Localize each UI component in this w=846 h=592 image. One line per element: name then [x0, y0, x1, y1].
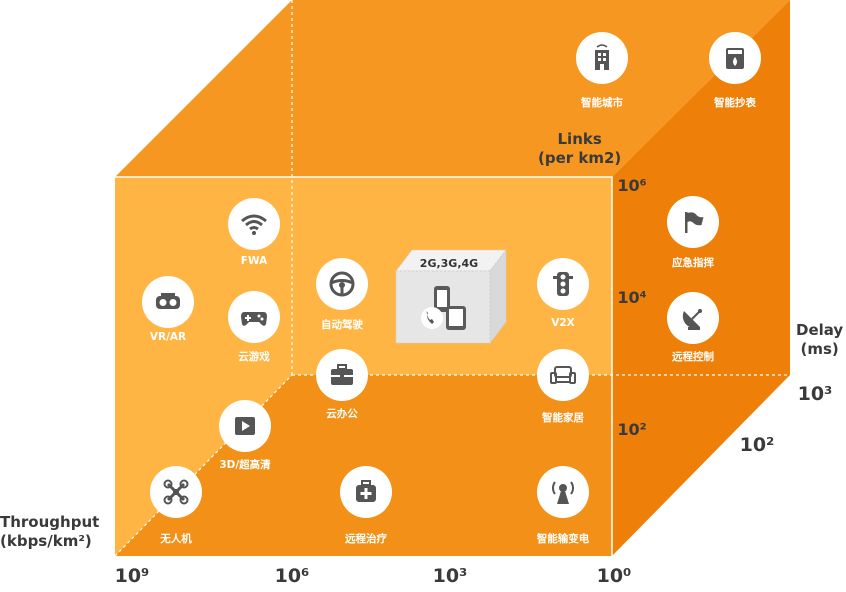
delay-tick-1e1: 10¹ — [670, 508, 706, 530]
cube-right-face — [612, 0, 790, 556]
briefcase-icon — [316, 349, 368, 401]
satellite-dish-icon — [667, 292, 719, 344]
app-label-fwa: FWA — [240, 255, 268, 267]
cube-floor — [115, 375, 612, 556]
delay-tick-1e3: 10³ — [797, 383, 833, 405]
front-edge — [115, 176, 613, 556]
app-label-remote-control: 远程控制 — [672, 351, 714, 363]
app-label-cloud-office: 云办公 — [326, 408, 358, 420]
app-label-smart-meter: 智能抄表 — [714, 97, 756, 109]
power-tower-icon — [537, 466, 589, 518]
app-label-power-grid: 智能输变电 — [536, 533, 590, 545]
legacy-network-label: 2G,3G,4G — [419, 257, 479, 270]
medical-kit-icon — [340, 466, 392, 518]
steering-wheel-icon — [316, 258, 368, 310]
throughput-axis-title: Throughput (kbps/km²) — [0, 513, 100, 550]
throughput-tick-1e0: 10⁰ — [596, 565, 632, 587]
vr-headset-icon — [142, 276, 194, 328]
app-label-remote-medical: 远程治疗 — [345, 533, 387, 545]
app-label-smart-home: 智能家居 — [542, 412, 584, 424]
sofa-icon — [537, 349, 589, 401]
app-label-smart-city: 智能城市 — [581, 97, 623, 109]
links-tick-1e6: 10⁶ — [617, 176, 647, 195]
app-label-auto-drive: 自动驾驶 — [321, 319, 363, 331]
app-label-emergency: 应急指挥 — [672, 257, 714, 269]
drone-icon — [150, 466, 202, 518]
meter-icon — [709, 32, 761, 84]
gamepad-icon — [228, 291, 280, 343]
delay-axis-title: Delay (ms) — [796, 321, 844, 358]
throughput-tick-1e3: 10³ — [432, 565, 468, 587]
links-tick-1e4: 10⁴ — [617, 288, 647, 307]
app-label-drone: 无人机 — [160, 533, 192, 545]
app-label-vr-ar: VR/AR — [149, 331, 187, 343]
hidden-edge-diagonal — [114, 374, 293, 557]
flag-icon — [667, 196, 719, 248]
traffic-light-icon — [537, 258, 589, 310]
building-icon — [576, 32, 628, 84]
app-label-3d-video: 3D/超高清 — [219, 459, 271, 471]
throughput-tick-1e6: 10⁶ — [274, 565, 310, 587]
legacy-network-box — [394, 248, 508, 345]
wifi-icon — [228, 198, 280, 250]
app-label-v2x: V2X — [551, 317, 575, 329]
throughput-tick-1e9: 10⁹ — [114, 565, 150, 587]
play-icon — [219, 400, 271, 452]
links-tick-1e2: 10² — [617, 420, 647, 439]
app-label-cloud-game: 云游戏 — [238, 351, 270, 363]
links-axis-title: Links (per km2) — [538, 130, 622, 167]
delay-tick-1e2: 10² — [739, 434, 775, 456]
